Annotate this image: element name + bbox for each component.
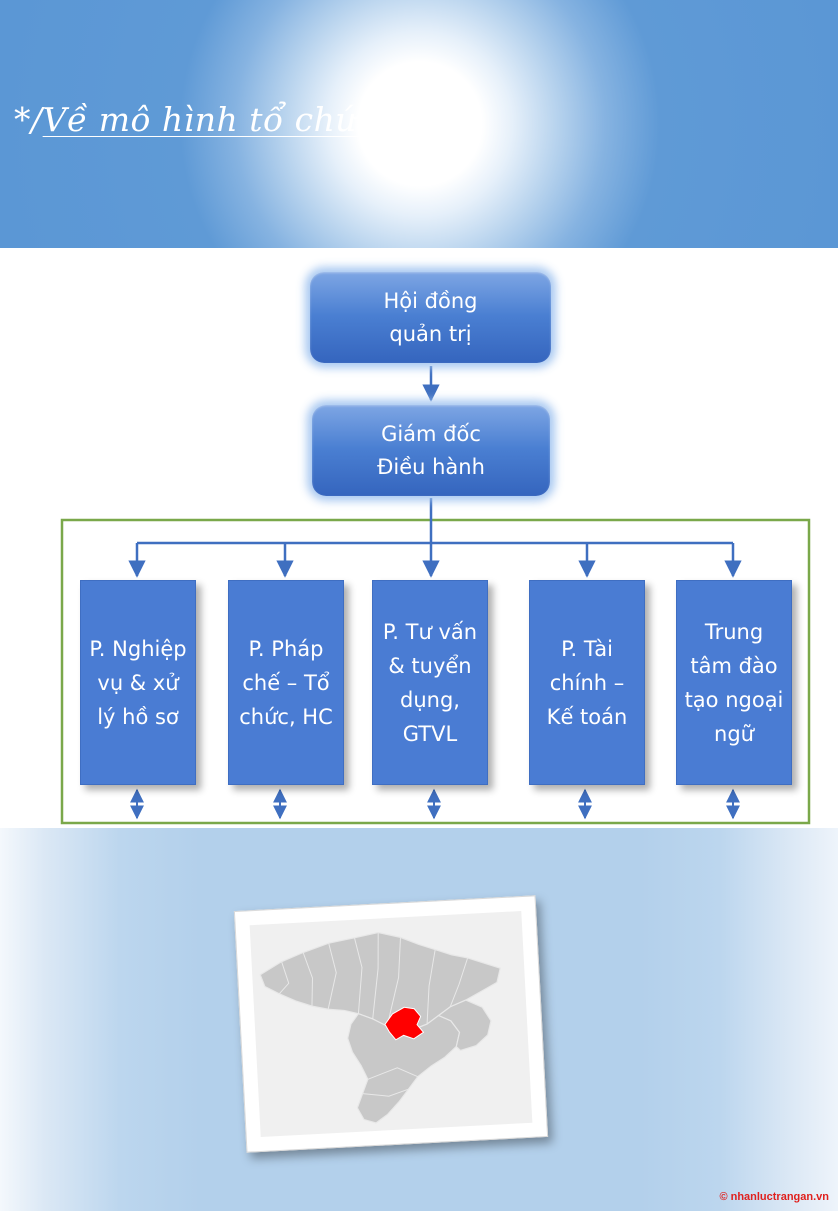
board-label: Hội đồng quản trị <box>383 288 478 346</box>
header-banner: */Về mô hình tổ chức <box>0 0 838 248</box>
map-photo-frame <box>233 895 549 1153</box>
highlighted-region <box>384 1006 425 1041</box>
board-box: Hội đồng quản trị <box>310 272 551 363</box>
title-text: Về mô hình tổ chức <box>42 100 377 139</box>
copyright-text: © nhanluctrangan.vn <box>719 1191 829 1203</box>
org-chart: Hội đồng quản trị Giám đốc Điều hành P. … <box>0 248 838 828</box>
department-group-frame <box>60 518 811 825</box>
region-map <box>259 931 501 1124</box>
map-borders <box>278 932 469 1097</box>
map-regions <box>259 931 501 1124</box>
department-box-5: Trung tâm đào tạo ngoại ngữ <box>676 580 792 785</box>
department-label-1: P. Nghiệp vụ & xử lý hồ sơ <box>89 636 187 729</box>
department-label-3: P. Tư vấn & tuyển dụng, GTVL <box>382 619 478 746</box>
map-image <box>249 911 533 1137</box>
bottom-banner: © nhanluctrangan.vn <box>0 828 838 1211</box>
org-connectors <box>60 366 811 825</box>
section-title: */Về mô hình tổ chức <box>14 100 376 139</box>
department-box-3: P. Tư vấn & tuyển dụng, GTVL <box>372 580 488 785</box>
department-label-4: P. Tài chính – Kế toán <box>546 636 628 729</box>
director-label: Giám đốc Điều hành <box>377 421 485 479</box>
director-box: Giám đốc Điều hành <box>312 405 550 496</box>
department-box-1: P. Nghiệp vụ & xử lý hồ sơ <box>80 580 196 785</box>
title-prefix: */ <box>14 100 43 139</box>
department-box-4: P. Tài chính – Kế toán <box>529 580 645 785</box>
department-label-2: P. Pháp chế – Tổ chức, HC <box>239 636 333 729</box>
department-label-5: Trung tâm đào tạo ngoại ngữ <box>684 619 784 746</box>
department-box-2: P. Pháp chế – Tổ chức, HC <box>228 580 344 785</box>
